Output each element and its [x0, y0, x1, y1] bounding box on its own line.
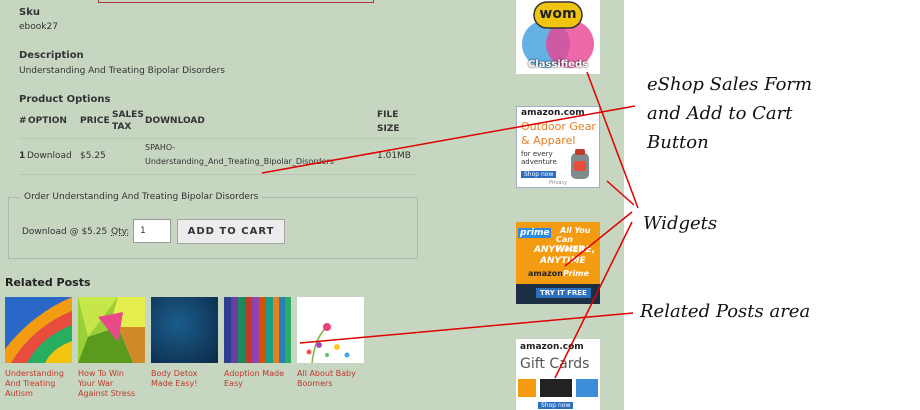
qty-label: Qty: [111, 227, 130, 237]
product-page: Sku ebook27 Description Understanding An… [0, 0, 624, 410]
product-options-label: Product Options [19, 94, 111, 105]
eshop-pointer-line [261, 105, 636, 174]
amazon-brand-outdoor: amazon.com [521, 108, 585, 118]
related-pointer-line [299, 312, 634, 344]
prime-line1: All You [560, 226, 591, 235]
widgets-pointer-line-1 [586, 71, 639, 209]
amazon-gift-card-ad[interactable]: amazon.com Gift Cards Shop now [516, 339, 600, 410]
amazon-brand-gift: amazon.com [520, 342, 584, 352]
gift-card-icon-3 [576, 379, 598, 397]
row-download-1: SPAHO- [145, 143, 176, 152]
col-download: DOWNLOAD [145, 116, 205, 126]
widgets-pointer-line-4 [554, 221, 633, 379]
row-file-size: 1.01MB [377, 151, 411, 161]
classifieds-label: Classifieds [527, 59, 589, 70]
outdoor-line2: & Apparel [521, 134, 576, 147]
wom-logo-text: wom [539, 6, 577, 22]
order-price-text: Download @ $5.25 [22, 227, 108, 237]
related-posts-heading: Related Posts [5, 276, 91, 289]
description-label: Description [19, 50, 84, 61]
related-post-thumb-1[interactable] [0, 297, 72, 363]
gift-card-icon-2 [540, 379, 572, 397]
outdoor-shop-now[interactable]: Shop now [521, 171, 557, 178]
amazon-prime-ad[interactable]: prime All You Can Watch ANYWHERE, ANYTIM… [516, 222, 600, 304]
outdoor-line3: for every [521, 150, 553, 158]
prime-badge: prime [518, 228, 552, 238]
col-size-1: FILE [377, 110, 399, 120]
col-option: OPTION [28, 116, 67, 126]
table-header-rule [19, 138, 416, 139]
top-input-edge [98, 0, 374, 3]
related-post-thumb-4[interactable] [224, 297, 291, 363]
description-value: Understanding And Treating Bipolar Disor… [19, 66, 225, 76]
col-price: PRICE [80, 116, 110, 126]
table-row-rule [19, 174, 416, 175]
add-to-cart-button[interactable]: ADD TO CART [177, 219, 285, 244]
col-size-2: SIZE [377, 124, 400, 134]
qty-input[interactable]: 1 [133, 219, 171, 243]
backpack-icon [571, 149, 589, 179]
prime-try-button[interactable]: TRY IT FREE [536, 288, 591, 298]
outdoor-line4: adventure [521, 158, 557, 166]
widgets-pointer-line-3 [564, 211, 633, 267]
sku-value: ebook27 [19, 22, 58, 32]
col-tax-2: TAX [112, 122, 132, 132]
gift-shop-now[interactable]: Shop now [538, 402, 574, 409]
annotation-eshop: eShop Sales Form and Add to Cart Button [647, 74, 813, 153]
prime-line3: ANYWHERE, [534, 245, 596, 255]
col-num: # [19, 116, 27, 126]
related-post-thumb-2[interactable] [78, 297, 145, 363]
related-post-thumb-3[interactable] [151, 297, 218, 363]
row-option: Download [27, 151, 72, 161]
gift-cards-title: Gift Cards [520, 356, 590, 372]
outdoor-privacy[interactable]: Privacy [549, 180, 568, 186]
wom-classifieds-widget[interactable]: wom Classifieds [516, 0, 600, 74]
sku-label: Sku [19, 7, 40, 18]
row-download-2: Understanding_And_Treating_Bipolar_Disor… [145, 157, 334, 166]
row-num: 1 [19, 151, 26, 161]
order-form-legend: Order Understanding And Treating Bipolar… [20, 192, 263, 202]
prime-logo: amazonPrime [528, 269, 590, 278]
annotation-widgets: Widgets [643, 213, 718, 234]
gift-card-icon-1 [518, 379, 536, 397]
prime-line2: Can Watch [556, 235, 584, 253]
widgets-pointer-line-2 [606, 180, 635, 206]
prime-line4: ANYTIME [540, 256, 586, 266]
row-price: $5.25 [80, 151, 106, 161]
annotation-related-posts: Related Posts area [640, 301, 811, 322]
col-tax-1: SALES [112, 110, 144, 120]
related-post-thumb-5[interactable] [297, 297, 364, 364]
